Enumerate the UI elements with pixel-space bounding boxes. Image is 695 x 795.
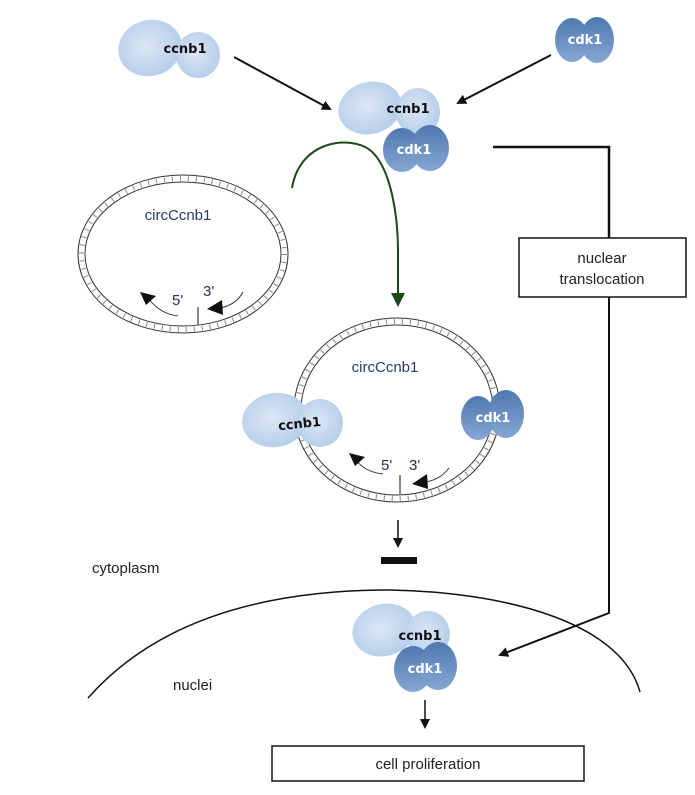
ccnb1-label: ccnb1 xyxy=(163,42,206,57)
ccnb1-cdk1-complex-nucleus: ccnb1 cdk1 xyxy=(352,603,457,692)
cdk1-label: cdk1 xyxy=(476,411,511,426)
ccnb1-label: ccnb1 xyxy=(277,415,321,434)
cell-proliferation-label: cell proliferation xyxy=(375,756,480,773)
ccnb1-label: ccnb1 xyxy=(398,629,441,644)
three-prime-arrowhead-icon xyxy=(412,474,428,489)
cdk1-protein-top-right: cdk1 xyxy=(555,17,614,63)
ccnb1-protein-top-left: ccnb1 xyxy=(118,19,220,78)
five-prime-arrowhead-icon xyxy=(349,453,365,466)
cdk1-label: cdk1 xyxy=(408,662,443,677)
three-prime-label: 3' xyxy=(203,283,214,300)
cdk1-bound-to-circccnb1: cdk1 xyxy=(461,390,524,440)
three-prime-label: 3' xyxy=(409,457,420,474)
five-prime-arrowhead-icon xyxy=(140,292,156,305)
circccnb1-ring-left: circCcnb1 5' 3' xyxy=(77,174,289,334)
translocation-connector-top xyxy=(493,145,611,238)
nuclear-translocation-label-line2: translocation xyxy=(559,271,644,288)
arrow-cdk1-to-complex xyxy=(456,54,552,104)
binding-arrow xyxy=(291,141,405,307)
cytoplasm-label: cytoplasm xyxy=(92,560,160,577)
ccnb1-cdk1-complex-top: ccnb1 cdk1 xyxy=(338,81,449,172)
circccnb1-label: circCcnb1 xyxy=(352,359,419,376)
nuclear-translocation-box xyxy=(518,237,687,298)
cell-proliferation-box xyxy=(271,745,585,782)
inhibition-bar xyxy=(381,557,417,564)
nuclear-translocation-label-line1: nuclear xyxy=(577,250,626,267)
five-prime-label: 5' xyxy=(381,457,392,474)
nuclei-label: nuclei xyxy=(173,677,212,694)
cdk1-label: cdk1 xyxy=(397,143,432,158)
nuclear-membrane xyxy=(87,589,641,699)
five-prime-label: 5' xyxy=(172,292,183,309)
arrow-ccnb1-to-complex xyxy=(233,56,332,110)
translocation-arrow xyxy=(498,297,610,657)
cdk1-label: cdk1 xyxy=(568,33,603,48)
ccnb1-label: ccnb1 xyxy=(386,102,429,117)
ccnb1-bound-to-circccnb1: ccnb1 xyxy=(242,392,343,448)
circccnb1-label: circCcnb1 xyxy=(145,207,212,224)
three-prime-arrowhead-icon xyxy=(207,300,223,315)
